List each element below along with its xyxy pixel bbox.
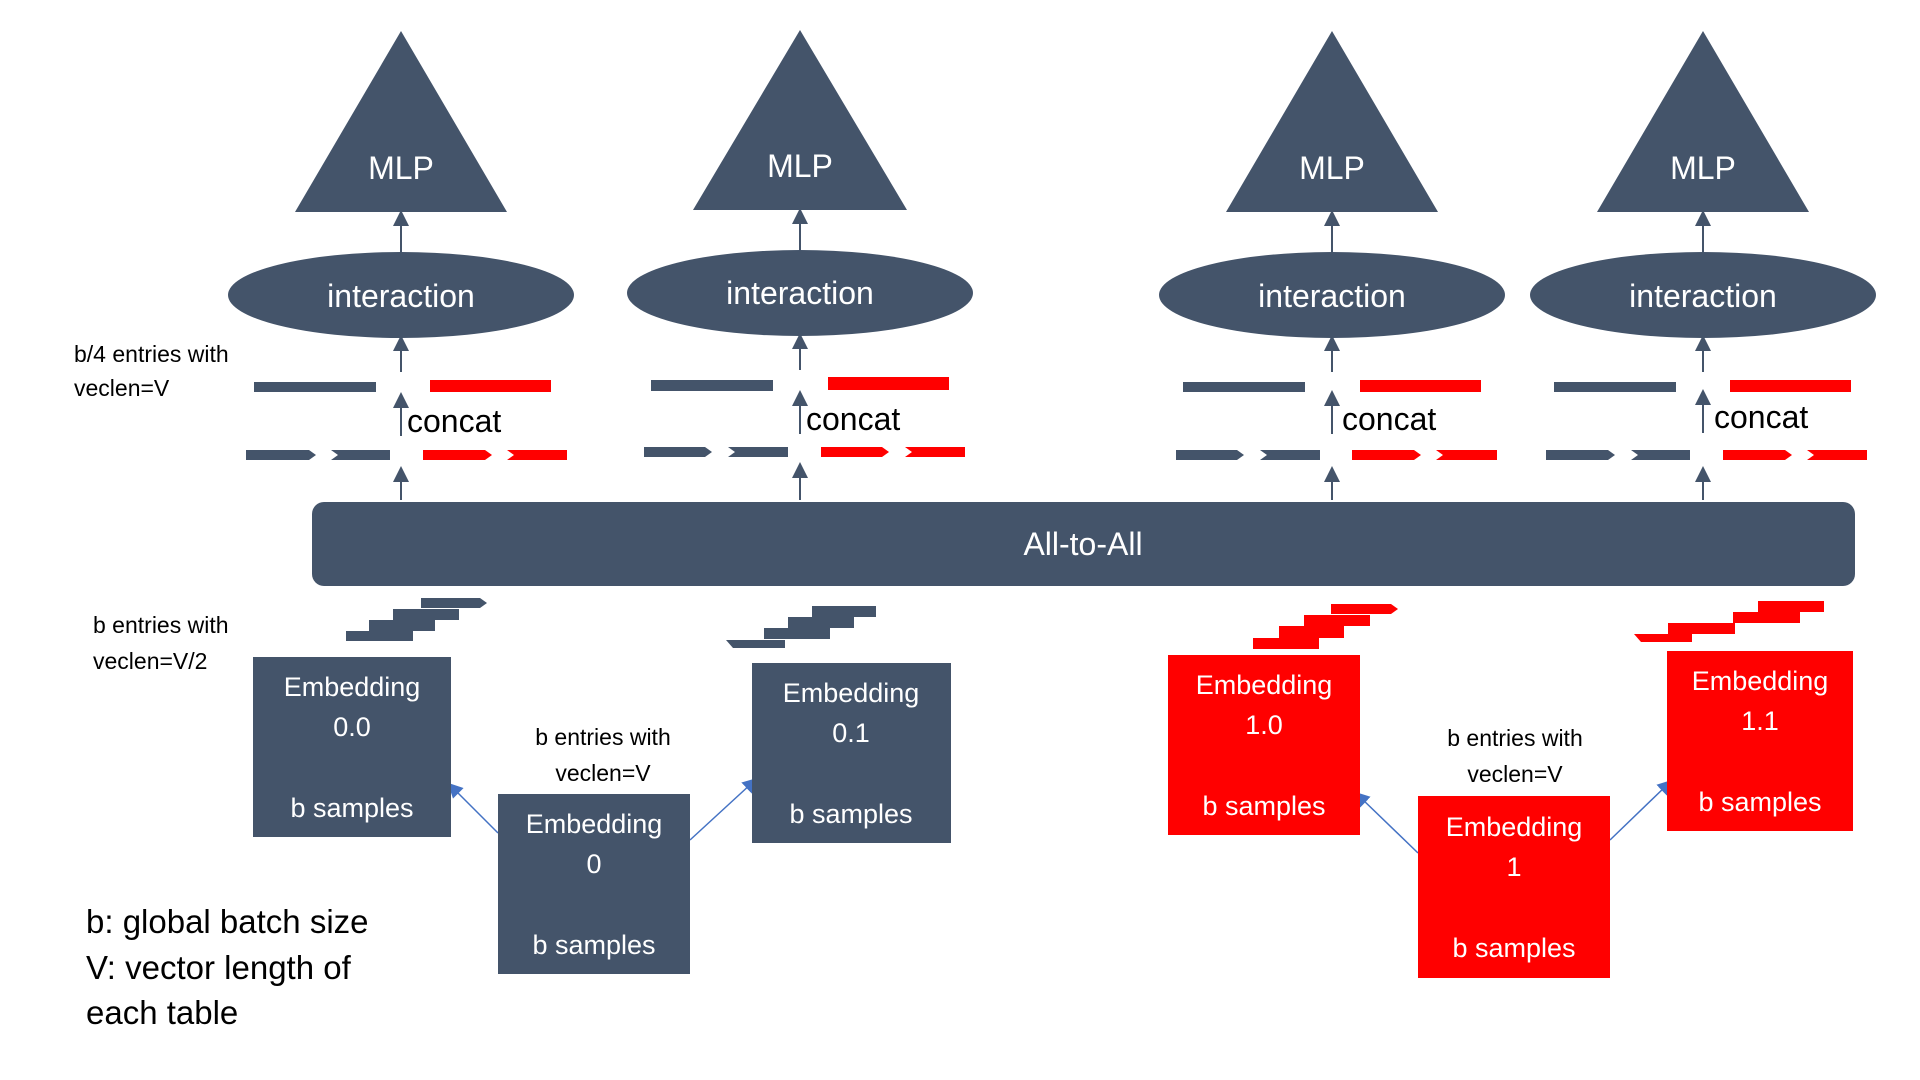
annotation-b4: b/4 entries with veclen=V	[74, 341, 229, 401]
concat-arrows	[393, 389, 1711, 436]
annotation-text: b/4 entries with	[74, 341, 229, 367]
annotation-text: b entries with	[535, 724, 671, 750]
annotation-text: veclen=V	[555, 760, 651, 786]
pre-concat-bars	[246, 447, 1867, 460]
annotation-b-v-left: b entries with veclen=V	[535, 724, 671, 786]
embedding-id: 1	[1506, 852, 1521, 882]
concat-label-3: concat	[1342, 401, 1436, 437]
annotation-b-v-right: b entries with veclen=V	[1447, 725, 1583, 787]
mlp-label: MLP	[767, 148, 833, 184]
interaction-ellipse-4: interaction	[1530, 252, 1876, 338]
shard-stairs-slate-1	[346, 598, 487, 641]
legend-line: b: global batch size	[86, 903, 369, 940]
interaction-to-mlp-arrows	[393, 208, 1711, 252]
legend-line: each table	[86, 994, 238, 1031]
mlp-triangle-3: MLP	[1226, 31, 1438, 212]
embedding-id: 0	[586, 849, 601, 879]
interaction-ellipse-1: interaction	[228, 252, 574, 338]
legend: b: global batch size V: vector length of…	[86, 903, 369, 1031]
embedding-box-0-1: Embedding 0.1 b samples	[752, 663, 951, 843]
embedding-samples: b samples	[789, 799, 912, 829]
embedding-samples: b samples	[290, 793, 413, 823]
interaction-label: interaction	[726, 275, 874, 311]
interaction-ellipse-2: interaction	[627, 250, 973, 336]
embedding-title: Embedding	[1196, 670, 1333, 700]
annotation-text: b entries with	[1447, 725, 1583, 751]
shard-stairs-slate-2	[726, 606, 876, 648]
annotation-text: b entries with	[93, 612, 229, 638]
embedding-samples: b samples	[1698, 787, 1821, 817]
legend-line: V: vector length of	[86, 949, 352, 986]
interaction-label: interaction	[327, 278, 475, 314]
all-to-all-bar: All-to-All	[312, 502, 1855, 586]
alltoall-up-arrows	[393, 462, 1711, 500]
embedding-id: 0.1	[832, 718, 870, 748]
interaction-ellipse-3: interaction	[1159, 252, 1505, 338]
embedding-id: 1.1	[1741, 706, 1779, 736]
shard-stairs-red-1	[1253, 604, 1398, 649]
embedding-title: Embedding	[1692, 666, 1829, 696]
embedding-title: Embedding	[526, 809, 663, 839]
embedding-box-1-0: Embedding 1.0 b samples	[1168, 655, 1360, 835]
embedding-samples: b samples	[1202, 791, 1325, 821]
mlp-label: MLP	[1670, 150, 1736, 186]
mlp-triangle-1: MLP	[295, 31, 507, 212]
all-to-all-label: All-to-All	[1023, 526, 1142, 562]
annotation-text: veclen=V	[74, 375, 170, 401]
embedding-box-1-1: Embedding 1.1 b samples	[1667, 651, 1853, 831]
embedding-samples: b samples	[532, 930, 655, 960]
interaction-label: interaction	[1629, 278, 1777, 314]
embedding-id: 0.0	[333, 712, 371, 742]
annotation-text: veclen=V	[1467, 761, 1563, 787]
embedding-samples: b samples	[1452, 933, 1575, 963]
shard-stairs-red-2	[1634, 601, 1824, 642]
mlp-triangle-4: MLP	[1597, 31, 1809, 212]
concat-label-2: concat	[806, 401, 900, 437]
concat-label-1: concat	[407, 403, 501, 439]
mlp-triangle-2: MLP	[693, 30, 907, 210]
interaction-label: interaction	[1258, 278, 1406, 314]
embedding-box-0-0: Embedding 0.0 b samples	[253, 657, 451, 837]
concat-output-bars	[254, 377, 1851, 392]
embedding-title: Embedding	[284, 672, 421, 702]
mlp-label: MLP	[1299, 150, 1365, 186]
concat-label-4: concat	[1714, 399, 1808, 435]
embedding-id: 1.0	[1245, 710, 1283, 740]
embedding-box-0: Embedding 0 b samples	[498, 794, 690, 974]
embedding-title: Embedding	[783, 678, 920, 708]
mlp-label: MLP	[368, 150, 434, 186]
embedding-title: Embedding	[1446, 812, 1583, 842]
bars-to-interaction-arrows	[393, 333, 1711, 372]
embedding-box-1: Embedding 1 b samples	[1418, 796, 1610, 978]
annotation-text: veclen=V/2	[93, 648, 207, 674]
split-arrows	[447, 777, 1673, 854]
annotation-b-v2: b entries with veclen=V/2	[93, 612, 229, 674]
